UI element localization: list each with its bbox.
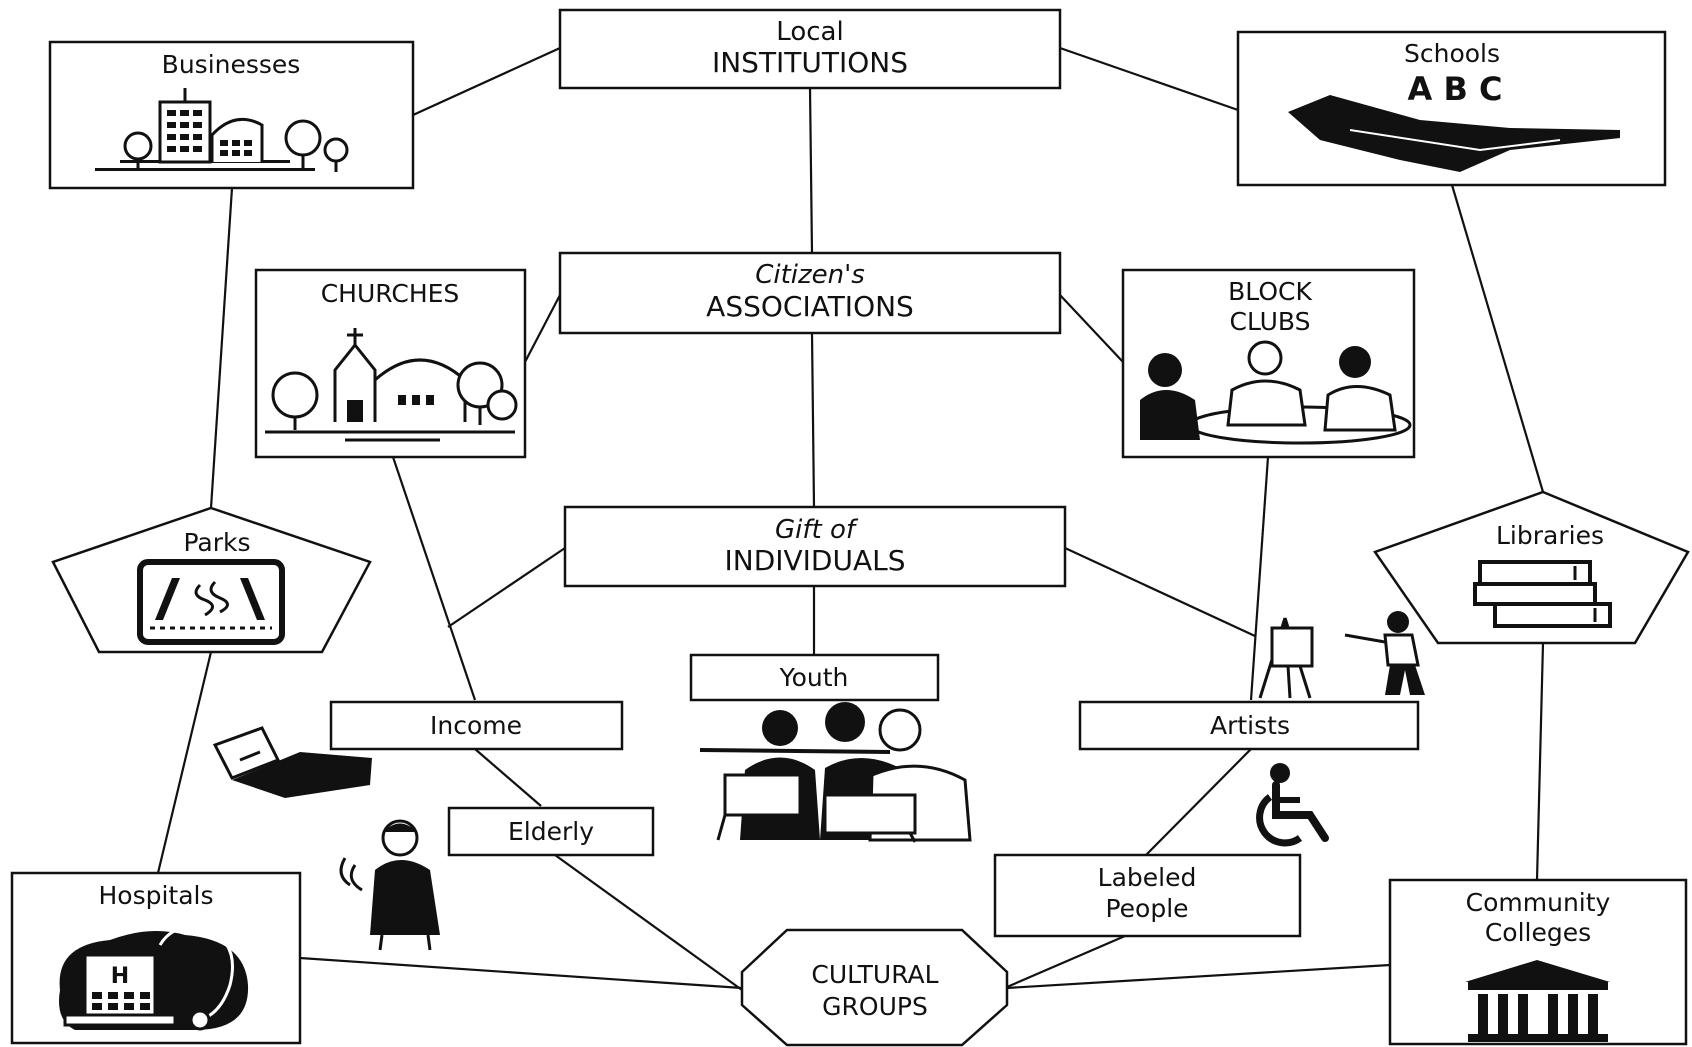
community-colleges-line2: Colleges	[1485, 918, 1591, 947]
artists-node: Artists	[1078, 611, 1425, 751]
edge-institutions-schools	[1059, 46, 1239, 112]
block-clubs-line2: CLUBS	[1229, 307, 1310, 336]
labeled-people-node: Labeled People	[993, 853, 1302, 938]
stacked-books-icon	[1473, 560, 1612, 628]
college-building-icon	[1465, 960, 1610, 1042]
people-meeting-icon	[1140, 340, 1412, 445]
local-institutions-node: Local INSTITUTIONS	[558, 8, 1062, 90]
schools-label: Schools	[1404, 39, 1500, 68]
citizens-associations-line1: Citizen's	[755, 260, 865, 290]
elderly-label: Elderly	[508, 817, 594, 846]
community-colleges-line1: Community	[1466, 888, 1611, 917]
parks-label: Parks	[183, 528, 250, 557]
edge-labeled-cultural	[1006, 934, 1126, 989]
churches-node: CHURCHES	[254, 268, 527, 459]
edge-churches-income	[391, 456, 477, 701]
abc-books-icon: A B C	[1288, 70, 1620, 172]
businesses-node: Businesses	[48, 40, 415, 190]
edge-gift-right	[1064, 547, 1256, 637]
edge-colleges-cultural	[1006, 963, 1391, 990]
edge-associations-blockclubs	[1059, 294, 1124, 363]
citizens-associations-node: Citizen's ASSOCIATIONS	[558, 251, 1062, 335]
edge-associations-churches	[524, 294, 561, 363]
city-buildings-icon	[95, 88, 349, 172]
block-clubs-node: BLOCK CLUBS	[1121, 268, 1416, 459]
edge-gift-left	[447, 547, 566, 628]
edge-parks-hospitals	[156, 651, 213, 874]
edge-schools-libraries	[1450, 184, 1545, 493]
hospital-h-text: H	[111, 964, 129, 989]
edge-blockclubs-artists	[1249, 456, 1270, 701]
hospitals-node: Hospitals H	[10, 871, 302, 1045]
local-institutions-line2: INSTITUTIONS	[712, 46, 908, 79]
gift-of-individuals-node: Gift of INDIVIDUALS	[563, 505, 1067, 588]
hospitals-label: Hospitals	[98, 881, 213, 910]
edge-hospitals-cultural	[299, 956, 743, 990]
wheelchair-icon	[1256, 763, 1329, 847]
elderly-node: Elderly	[339, 806, 655, 951]
youth-label: Youth	[779, 663, 849, 692]
businesses-label: Businesses	[162, 50, 301, 79]
painter-easel-icon	[1258, 611, 1425, 699]
edge-associations-gift	[810, 332, 816, 508]
money-wallet-icon	[212, 726, 372, 798]
cultural-groups-node: CULTURAL GROUPS	[740, 928, 1009, 1047]
local-institutions-line1: Local	[776, 17, 843, 47]
community-colleges-node: Community Colleges	[1388, 878, 1688, 1046]
libraries-node: Libraries	[1373, 490, 1690, 645]
artists-label: Artists	[1210, 711, 1290, 740]
musicians-icon	[699, 702, 972, 843]
gift-of-individuals-line2: INDIVIDUALS	[724, 544, 905, 577]
edge-income-cultural	[474, 748, 542, 807]
churches-label: CHURCHES	[321, 279, 460, 308]
edge-artists-labeled	[1145, 748, 1252, 856]
income-node: Income	[212, 700, 624, 798]
edge-businesses-parks	[209, 187, 234, 509]
parks-node: Parks	[51, 506, 372, 654]
block-clubs-line1: BLOCK	[1228, 277, 1312, 306]
edge-institutions-businesses	[412, 46, 561, 117]
citizens-associations-line2: ASSOCIATIONS	[706, 290, 914, 323]
elderly-woman-icon	[339, 819, 440, 951]
gift-of-individuals-line1: Gift of	[775, 515, 859, 545]
youth-node: Youth	[689, 653, 972, 843]
labeled-people-line1: Labeled	[1098, 863, 1197, 892]
edge-institutions-associations	[808, 87, 814, 254]
church-icon	[265, 328, 518, 442]
cultural-groups-line2: GROUPS	[822, 992, 928, 1021]
schools-node: Schools A B C	[1236, 30, 1667, 187]
cultural-groups-line1: CULTURAL	[811, 960, 938, 989]
libraries-label: Libraries	[1496, 521, 1604, 550]
hospital-stethoscope-icon: H	[59, 925, 249, 1031]
edge-elderly-cultural	[554, 854, 743, 991]
income-label: Income	[430, 711, 522, 740]
abc-text: A B C	[1408, 70, 1503, 108]
labeled-people-line2: People	[1105, 894, 1188, 923]
park-sign-icon	[137, 559, 285, 645]
connector-lines	[156, 46, 1545, 991]
edge-libraries-colleges	[1535, 642, 1545, 881]
